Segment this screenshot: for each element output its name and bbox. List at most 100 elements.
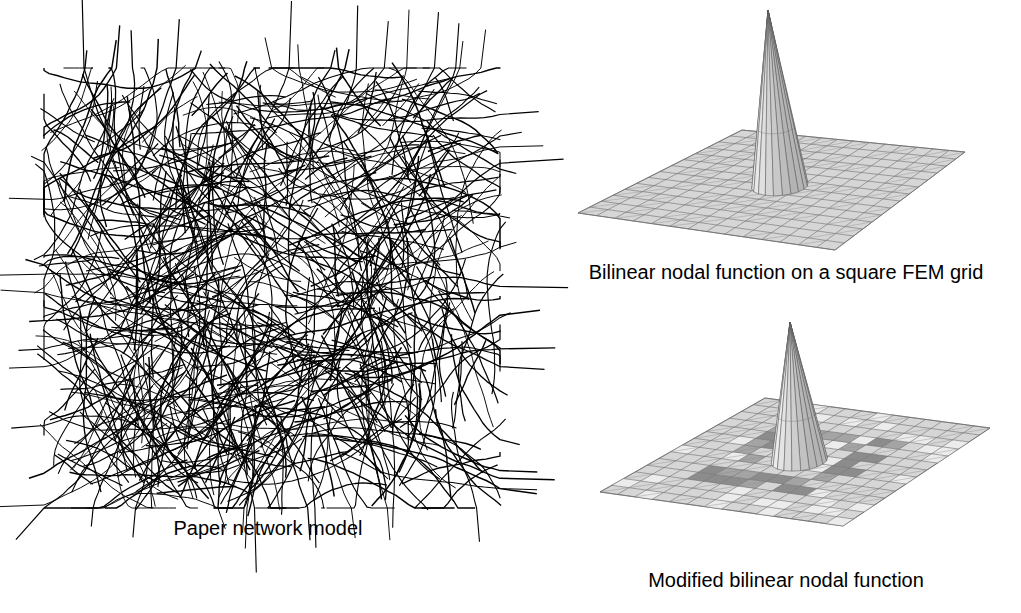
fiber [328, 168, 372, 304]
caption-label: Modified bilinear nodal function [648, 568, 924, 592]
grid-line [720, 206, 748, 210]
fiber [325, 10, 409, 217]
fiber [244, 307, 280, 510]
fiber [354, 376, 385, 432]
peak-line [779, 419, 782, 421]
grid-line [728, 153, 756, 157]
grid-line [635, 493, 664, 497]
fiber [326, 187, 404, 297]
fiber [56, 250, 184, 330]
fiber [142, 97, 197, 143]
fiber [44, 81, 98, 217]
grid-line [808, 424, 958, 521]
grid-line [904, 429, 931, 434]
fiber [204, 236, 321, 280]
fiber-network [0, 0, 568, 572]
grid-line [677, 170, 706, 174]
grid-line [601, 198, 631, 202]
fiber [337, 48, 381, 126]
grid-line [671, 447, 700, 451]
fiber [318, 95, 376, 212]
grid-line [791, 514, 819, 519]
grid-line [646, 486, 675, 490]
fiber [170, 293, 297, 306]
grid-line [751, 425, 779, 430]
grid-line [823, 493, 851, 498]
fiber [442, 308, 508, 395]
grid-line [883, 468, 910, 473]
grid-line [834, 486, 862, 491]
grid-line [629, 483, 658, 487]
fiber [165, 136, 262, 239]
fiber [49, 394, 253, 430]
fiber [243, 352, 338, 533]
grid-line [795, 138, 822, 143]
grid-line [625, 189, 872, 222]
grid-line [798, 149, 933, 245]
fiber [228, 223, 255, 339]
grid-line [612, 485, 854, 519]
peak-line [778, 132, 784, 134]
fiber [310, 164, 500, 218]
grid-line [706, 166, 734, 170]
fiber [452, 334, 520, 444]
fiber [340, 135, 441, 210]
grid-line [883, 417, 910, 422]
grid-cell [847, 503, 875, 512]
grid-line [811, 475, 839, 480]
peak-line [803, 419, 808, 420]
fiber [266, 145, 358, 163]
fiber [244, 98, 291, 160]
fiber [55, 455, 93, 484]
grid-line [649, 196, 678, 200]
fiber [9, 284, 145, 368]
caption-label: Bilinear nodal function on a square FEM … [589, 260, 984, 284]
grid-line [893, 435, 920, 440]
grid-line [699, 219, 728, 223]
fiber [401, 203, 417, 265]
grid-line [625, 186, 654, 190]
fiber [70, 472, 251, 494]
grid-line [883, 194, 909, 199]
fiber [153, 223, 175, 380]
fiber [392, 63, 445, 188]
fiber [263, 101, 311, 104]
fiber [390, 239, 416, 393]
grid-line [921, 456, 948, 461]
grid-line [746, 416, 774, 421]
grid-line [669, 497, 698, 501]
grid-line [889, 477, 916, 482]
grid-line [707, 144, 735, 148]
fiber [225, 6, 358, 214]
fiber [323, 363, 436, 395]
fiber [357, 293, 485, 346]
grid-line [719, 142, 947, 166]
grid-line [857, 498, 885, 503]
grid-line [695, 150, 723, 154]
fiber [182, 274, 189, 337]
grid-line [868, 491, 895, 496]
fiber [286, 341, 349, 350]
grid-line [672, 184, 701, 188]
peak-line [788, 129, 792, 131]
grid-line [651, 220, 680, 224]
fiber [332, 224, 354, 308]
grid-line [812, 500, 840, 505]
fiber [229, 1, 291, 232]
grid-line [800, 146, 827, 151]
fiber [74, 91, 228, 150]
grid-line [838, 445, 865, 450]
fiber [254, 295, 375, 393]
fiber [393, 258, 412, 424]
fiber [152, 143, 233, 173]
fiber [125, 173, 224, 240]
fiber [190, 69, 367, 112]
fiber [417, 266, 502, 348]
fiber [44, 202, 209, 237]
peak-line [782, 420, 786, 422]
grid-line [806, 491, 834, 496]
grid-line [647, 461, 676, 465]
fiber [44, 171, 156, 210]
grid-line [683, 441, 711, 445]
grid-line [717, 159, 745, 163]
